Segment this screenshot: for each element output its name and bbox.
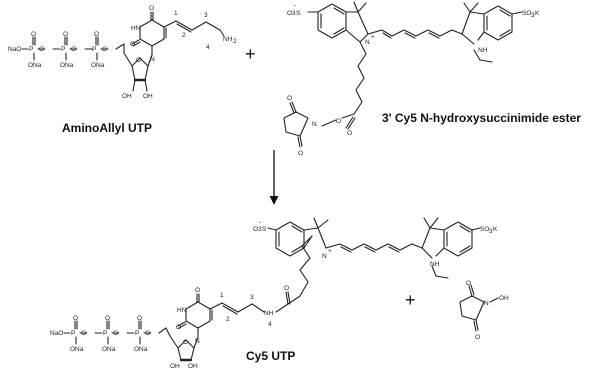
svg-text:+: + <box>328 248 332 255</box>
svg-text:NH: NH <box>264 310 274 317</box>
aminoallyl-utp-atom-labels: NaO P O P O P O O O O ONa ONa ONa O OH O… <box>8 5 237 100</box>
svg-text:OH: OH <box>122 93 132 100</box>
plus-sign: + <box>245 44 256 64</box>
svg-text:S: S <box>262 226 267 233</box>
svg-text:O: O <box>176 324 181 331</box>
svg-text:SO: SO <box>522 10 531 17</box>
svg-text:-: - <box>294 2 296 9</box>
svg-text:NH: NH <box>478 47 488 54</box>
svg-text:HN: HN <box>131 25 141 32</box>
svg-text:2: 2 <box>182 32 186 39</box>
svg-text:O: O <box>105 315 110 322</box>
aminoallyl-utp-label: AminoAllyl UTP <box>62 121 152 135</box>
svg-text:O: O <box>287 95 292 102</box>
svg-text:OH: OH <box>170 363 180 368</box>
svg-text:NaO: NaO <box>50 330 63 337</box>
svg-text:P: P <box>29 46 33 53</box>
svg-text:O: O <box>113 330 118 337</box>
svg-text:N: N <box>484 300 489 307</box>
svg-text:ONa: ONa <box>60 62 74 69</box>
aminoallyl-utp-structure <box>21 11 225 92</box>
svg-text:NH: NH <box>430 261 440 268</box>
svg-text:3: 3 <box>292 10 296 17</box>
svg-text:O: O <box>39 46 44 53</box>
svg-text:O: O <box>94 31 99 38</box>
svg-text:O: O <box>137 315 142 322</box>
svg-text:P: P <box>135 330 139 337</box>
svg-text:O: O <box>336 118 341 125</box>
svg-text:N: N <box>365 39 370 46</box>
svg-text:O: O <box>183 339 188 346</box>
cy5-nhs-ester-atom-labels: O - 3 S N + NH SO 3 K O O N O O <box>287 2 540 157</box>
svg-text:O: O <box>475 334 480 341</box>
svg-text:O: O <box>63 31 68 38</box>
svg-text:3: 3 <box>489 228 493 235</box>
svg-text:P: P <box>103 330 107 337</box>
svg-text:NH: NH <box>223 36 233 43</box>
svg-text:O: O <box>195 287 200 294</box>
svg-text:O: O <box>287 10 292 17</box>
svg-text:O: O <box>102 46 107 53</box>
svg-text:3: 3 <box>250 294 254 301</box>
cy5-nhs-ester-structure <box>283 1 523 148</box>
svg-text:O: O <box>466 280 471 287</box>
svg-text:P: P <box>92 46 96 53</box>
cy5-utp-atom-labels: NaO P O P O P O O O O ONa ONa ONa O OH O… <box>50 219 498 368</box>
svg-text:O: O <box>253 226 258 233</box>
svg-text:OH: OH <box>143 93 153 100</box>
svg-text:SO: SO <box>480 226 489 233</box>
svg-text:2: 2 <box>233 38 237 45</box>
svg-text:O: O <box>73 315 78 322</box>
svg-text:O: O <box>31 31 36 38</box>
svg-text:N: N <box>195 338 200 345</box>
svg-text:+: + <box>371 34 375 41</box>
n-hydroxysuccinimide-structure <box>459 284 499 332</box>
cy5-utp-structure <box>63 217 481 362</box>
svg-text:O: O <box>347 130 352 137</box>
svg-text:ONa: ONa <box>70 346 84 353</box>
svg-text:OH: OH <box>499 295 509 302</box>
svg-text:O: O <box>284 285 289 292</box>
svg-text:3: 3 <box>531 12 535 19</box>
plus-sign-2: + <box>405 290 416 310</box>
svg-text:P: P <box>61 46 65 53</box>
cy5-nhs-ester-label: 3' Cy5 N-hydroxysuccinimide ester <box>382 111 581 125</box>
svg-text:3: 3 <box>204 12 208 19</box>
svg-text:1: 1 <box>174 10 178 17</box>
svg-text:N: N <box>312 121 317 128</box>
svg-text:O: O <box>149 5 154 12</box>
svg-text:-: - <box>259 219 261 226</box>
svg-text:O: O <box>130 41 135 48</box>
n-hydroxysuccinimide-atom-labels: O N OH O <box>466 280 509 341</box>
svg-text:K: K <box>535 10 540 17</box>
svg-text:NaO: NaO <box>8 46 21 53</box>
svg-text:4: 4 <box>206 44 210 51</box>
svg-text:OH: OH <box>188 363 198 368</box>
svg-text:4: 4 <box>268 321 272 328</box>
svg-text:K: K <box>493 226 498 233</box>
svg-text:O: O <box>71 46 76 53</box>
svg-text:2: 2 <box>226 316 230 323</box>
svg-text:O: O <box>298 150 303 157</box>
svg-text:N: N <box>322 253 327 260</box>
svg-text:ONa: ONa <box>91 62 105 69</box>
svg-text:ONa: ONa <box>28 62 42 69</box>
svg-text:P: P <box>71 330 75 337</box>
svg-text:ONa: ONa <box>102 346 116 353</box>
svg-text:N: N <box>150 56 155 63</box>
svg-text:O: O <box>136 57 141 64</box>
svg-text:HN: HN <box>177 307 187 314</box>
svg-text:ONa: ONa <box>134 346 148 353</box>
svg-text:O: O <box>81 330 86 337</box>
svg-text:1: 1 <box>220 292 224 299</box>
svg-text:O: O <box>145 330 150 337</box>
svg-text:3: 3 <box>258 226 262 233</box>
svg-text:S: S <box>296 10 301 17</box>
cy5-utp-label: Cy5 UTP <box>246 349 295 363</box>
